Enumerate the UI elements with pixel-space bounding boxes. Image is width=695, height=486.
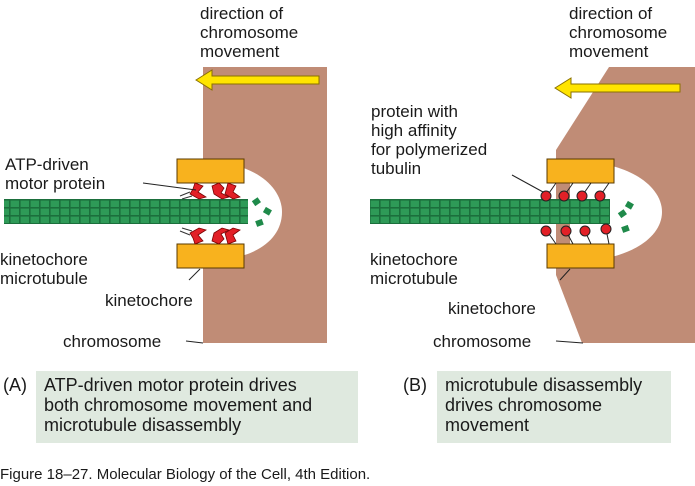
panel-a-motion-marks: [179, 191, 193, 236]
panel-a-diagram: [4, 67, 327, 344]
panel-a-caption: ATP-driven motor protein drives both chr…: [36, 371, 358, 443]
panel-b-letter: (B): [403, 375, 427, 395]
panel-a-kinetochore-bottom: [176, 243, 245, 269]
panel-a-motor-proteins-bottom: [189, 227, 241, 245]
panel-b-kinetochore-bottom: [546, 243, 615, 269]
panel-b-chromosome-leader: [555, 340, 584, 344]
panel-a-microtubule-label: kinetochore microtubule: [0, 250, 88, 288]
panel-b-protein-leader: [511, 174, 544, 193]
panel-b-diagram: [370, 67, 695, 344]
panel-b-caption: microtubule disassembly drives chromosom…: [437, 371, 671, 443]
panel-a-chromosome-leader: [185, 340, 204, 344]
panel-a-direction-label: direction of chromosome movement: [200, 4, 299, 61]
panel-b-affinity-proteins-bottom: [540, 223, 612, 245]
panel-a-kinetochore-top: [176, 158, 245, 184]
panel-a-tubulin-subunits: [251, 197, 272, 227]
panel-b-direction-arrow: [554, 77, 681, 99]
panel-b-kinetochore-top: [546, 158, 615, 184]
panel-a-microtubule: [4, 199, 248, 224]
panel-b-kinetochore-label: kinetochore: [448, 299, 536, 318]
panel-b-affinity-proteins-top: [540, 182, 610, 202]
panel-a-motor-leader: [142, 182, 197, 191]
panel-b-tubulin-subunits: [617, 200, 634, 233]
panel-a-motor-label: ATP-driven motor protein: [5, 155, 106, 193]
panel-a-motor-proteins-top: [189, 182, 241, 200]
figure-caption: Figure 18–27. Molecular Biology of the C…: [0, 466, 371, 483]
panel-b-kinetochore-leader: [559, 268, 571, 281]
panel-a-direction-arrow: [195, 69, 320, 91]
panel-b-protein-label: protein with high affinity for polymeriz…: [371, 102, 488, 178]
panel-a-kinetochore-label: kinetochore: [105, 291, 193, 310]
panel-b-chromosome-label: chromosome: [433, 332, 532, 351]
panel-b-direction-label: direction of chromosome movement: [569, 4, 668, 61]
panel-b-microtubule: [370, 199, 610, 224]
panel-b-kinetochore-pocket: [570, 162, 662, 261]
panel-b-microtubule-label: kinetochore microtubule: [370, 250, 458, 288]
panel-a-letter: (A): [3, 375, 27, 395]
panel-a-kinetochore-leader: [188, 268, 201, 281]
panel-a-chromosome-label: chromosome: [63, 332, 162, 351]
